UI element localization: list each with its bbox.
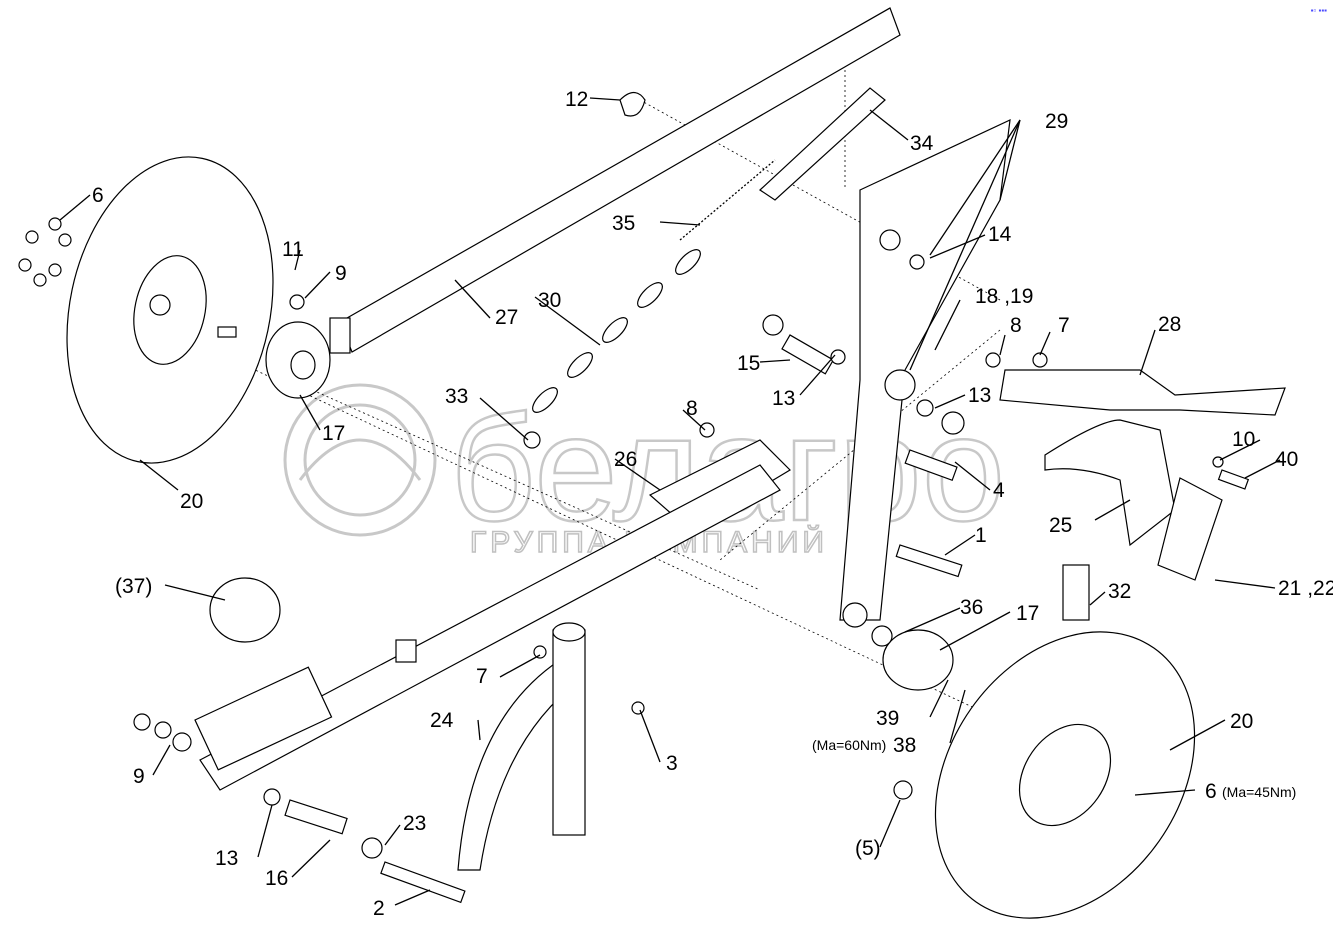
label-40: 40 — [1275, 448, 1298, 471]
post-top — [552, 622, 586, 642]
label-8-mid: 8 — [686, 397, 698, 420]
label-7-right: 7 — [1058, 314, 1070, 337]
label-4: 4 — [993, 479, 1005, 502]
washer-10 — [1212, 456, 1224, 468]
nut-7a — [533, 645, 547, 659]
label-29: 29 — [1045, 110, 1068, 133]
label-14: 14 — [988, 223, 1012, 246]
label-16: 16 — [265, 867, 288, 890]
label-12: 12 — [565, 88, 588, 111]
bush-13a — [830, 349, 846, 365]
bolt-2 — [380, 861, 466, 904]
ring-13 — [941, 411, 965, 435]
label-13-right: 13 — [968, 384, 991, 407]
bolt-3 — [631, 701, 645, 715]
bolt-4 — [904, 449, 958, 482]
bush-14 — [909, 254, 925, 270]
washer-9 — [154, 721, 172, 739]
nut-9 — [133, 713, 151, 731]
bush-9 — [172, 732, 192, 752]
label-7-left: 7 — [476, 665, 488, 688]
bolts-left — [18, 217, 72, 287]
hub-left — [217, 294, 331, 399]
ring-15 — [762, 314, 784, 336]
bolt-1 — [895, 544, 963, 578]
spring-35 — [679, 159, 776, 241]
label-39: 39 — [876, 707, 899, 730]
label-11: 11 — [282, 238, 304, 261]
label-13-bottom: 13 — [215, 847, 238, 870]
label-20-left: 20 — [180, 490, 203, 513]
label-30: 30 — [538, 289, 561, 312]
nut-7b — [1032, 352, 1048, 368]
post — [552, 629, 586, 836]
label-17-left: 17 — [322, 422, 345, 445]
label-10: 10 — [1232, 428, 1255, 451]
bolt-33 — [523, 431, 541, 449]
label-3: 3 — [666, 752, 678, 775]
nut-8a — [699, 422, 715, 438]
tube-32 — [1062, 564, 1090, 621]
pin-16 — [284, 799, 348, 835]
chain-30 — [532, 249, 701, 413]
bolt-5 — [893, 780, 913, 800]
bush-13b — [916, 399, 934, 417]
disc-right — [934, 631, 1196, 919]
pin-15 — [781, 334, 835, 375]
label-15: 15 — [737, 352, 760, 375]
label-38: 38 — [893, 734, 916, 757]
label-32: 32 — [1108, 580, 1131, 603]
main-beam — [199, 464, 781, 791]
bolt-40 — [1217, 469, 1250, 490]
label-23: 23 — [403, 812, 426, 835]
clip-12 — [619, 91, 646, 117]
label-34: 34 — [910, 132, 934, 155]
label-27: 27 — [495, 306, 518, 329]
label-1: 1 — [975, 524, 987, 547]
plate-21-22 — [1157, 477, 1223, 581]
label-20-right: 20 — [1230, 710, 1253, 733]
frame-29 — [839, 118, 1011, 628]
label-18-19: 18 ,19 — [975, 285, 1033, 308]
strap-34 — [759, 87, 886, 201]
label-9-top: 9 — [335, 262, 347, 285]
washer-36 — [871, 625, 893, 647]
beam-tab — [395, 639, 417, 663]
beam-end — [194, 666, 333, 771]
arm-27 — [329, 7, 901, 354]
label-33: 33 — [445, 385, 468, 408]
leader-lines — [59, 97, 1281, 906]
label-6-left: 6 — [92, 184, 104, 207]
nut-8b — [985, 352, 1001, 368]
label-8-right: 8 — [1010, 314, 1022, 337]
label-5: (5) — [855, 837, 881, 860]
flange-37 — [209, 577, 281, 643]
corner-mark: ▪▫ ▪▪▪ — [1310, 6, 1327, 15]
label-28: 28 — [1158, 313, 1181, 336]
ring-23 — [361, 837, 383, 859]
label-38-torque: (Ma=60Nm) — [812, 737, 886, 753]
label-35: 35 — [612, 212, 635, 235]
label-37: (37) — [115, 575, 152, 598]
label-2: 2 — [373, 897, 385, 920]
label-26: 26 — [614, 448, 637, 471]
label-24: 24 — [430, 709, 454, 732]
label-21-22: 21 ,22 — [1278, 577, 1333, 600]
label-6-torque: (Ma=45Nm) — [1222, 784, 1296, 800]
label-17-right: 17 — [1016, 602, 1039, 625]
disc-left — [66, 156, 274, 464]
label-9-bottom: 9 — [133, 765, 145, 788]
label-25: 25 — [1049, 514, 1072, 537]
hub-right — [882, 629, 954, 691]
label-13-mid: 13 — [772, 387, 795, 410]
bracket-28 — [999, 369, 1286, 416]
label-36: 36 — [960, 596, 983, 619]
label-6-right: 6 — [1205, 780, 1217, 803]
bush-13c — [263, 788, 281, 806]
